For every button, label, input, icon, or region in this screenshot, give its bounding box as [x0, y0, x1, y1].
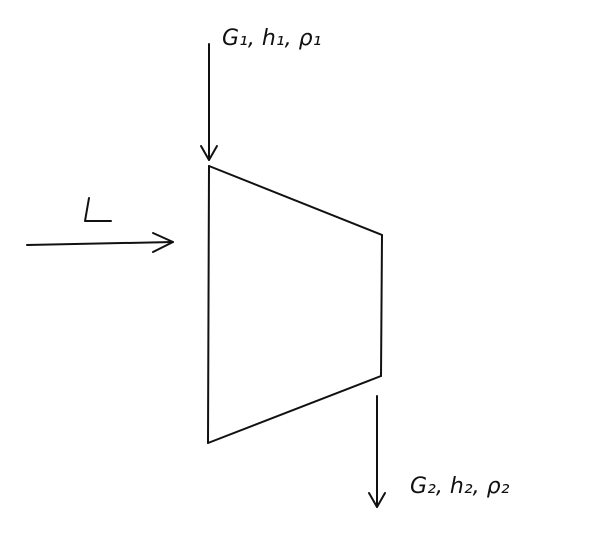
turbine-body: [207, 165, 383, 444]
outlet-label: G₂, h₂, ρ₂: [410, 474, 510, 499]
inlet-arrow: [200, 43, 218, 161]
work-arrow: [26, 232, 174, 253]
inlet-label: G₁, h₁, ρ₁: [222, 26, 321, 51]
outlet-arrow: [368, 395, 386, 508]
work-label-glyph: [84, 197, 112, 222]
